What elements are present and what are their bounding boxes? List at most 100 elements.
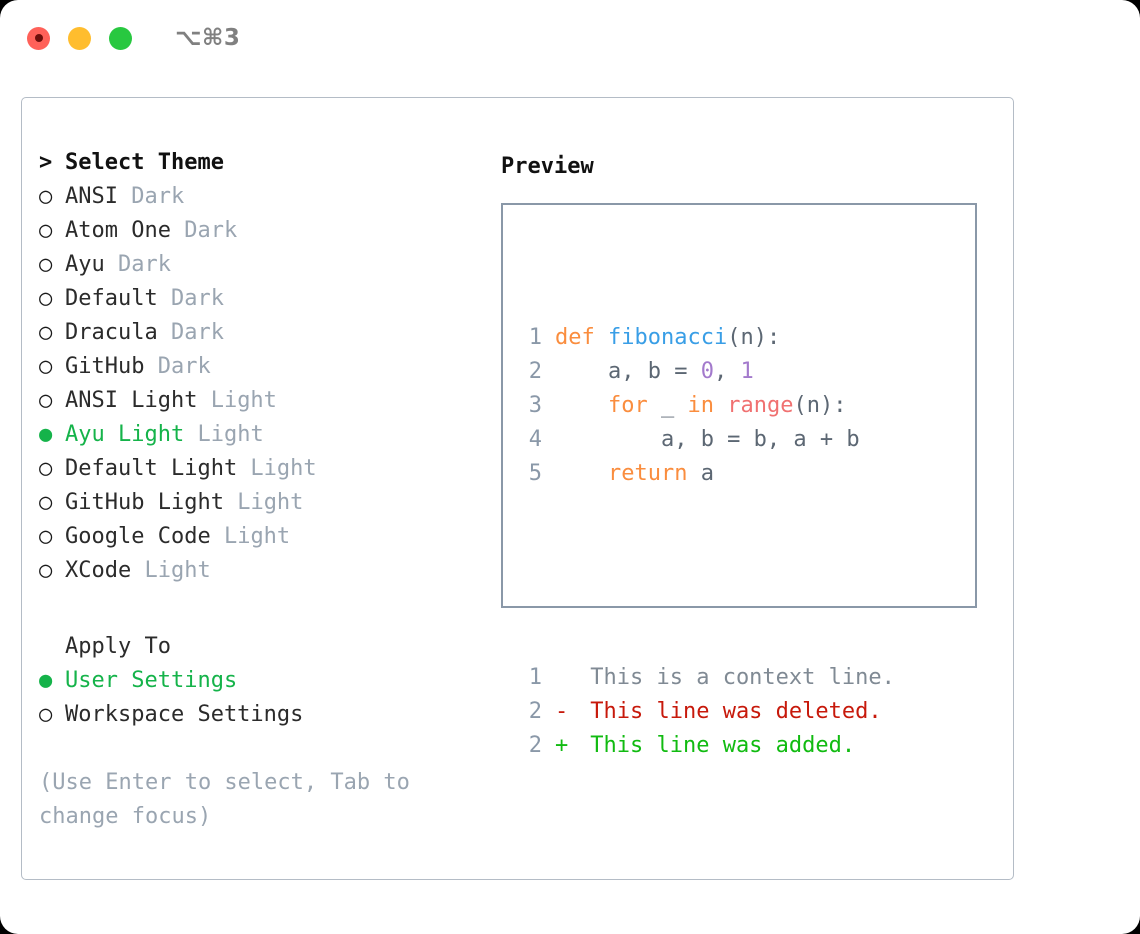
diff-line: 1 This is a context line. [516,661,895,695]
code-token: in [687,393,714,418]
theme-list-item[interactable]: ● Ayu Light Light [39,422,479,456]
code-line: 3 for _ in range(n): [516,389,895,423]
diff-line-text: This is a context line. [577,665,895,690]
theme-item-category: Light [197,388,277,413]
code-line: 2 a, b = 0, 1 [516,355,895,389]
theme-item-category: Light [223,490,304,515]
theme-item-category: Dark [144,354,211,379]
theme-item-category: Light [184,422,264,447]
theme-item-label: Dracula [65,320,158,345]
code-token: 0 [700,359,714,384]
theme-list-item[interactable]: ○ Atom One Dark [39,218,479,252]
close-window-icon[interactable] [27,26,50,50]
code-token: _ [647,393,688,418]
section-spacer [39,592,479,634]
theme-list-item[interactable]: ○ Dracula Dark [39,320,479,354]
radio-selected-icon[interactable]: ● [39,422,53,447]
code-token: a, b = [555,359,701,384]
apply-to-item-label: User Settings [65,668,238,693]
radio-unselected-icon[interactable]: ○ [39,218,53,243]
theme-item-label: XCode [65,558,132,583]
code-line-number: 4 [528,427,542,452]
diff-sign: + [555,733,569,758]
apply-to-header-marker: ○ [39,634,65,659]
radio-unselected-icon[interactable]: ○ [39,456,53,481]
diff-line-text: This line was added. [577,733,856,758]
settings-panel: > Select Theme ○ANSI Dark○Atom One Dark○… [21,97,1014,880]
theme-list-item[interactable]: ○ Default Dark [39,286,479,320]
apply-to-list: ● User Settings ○Workspace Settings [39,668,479,736]
code-token: fibonacci [607,325,728,350]
radio-selected-icon[interactable]: ● [39,668,53,693]
code-line: 4 a, b = b, a + b [516,423,895,457]
theme-item-category: Dark [157,286,224,311]
code-line: 1 def fibonacci(n): [516,321,895,355]
apply-to-item[interactable]: ○Workspace Settings [39,702,479,736]
code-token: (n): [793,393,847,418]
radio-unselected-icon[interactable]: ○ [39,320,53,345]
theme-item-label: Google Code [65,524,211,549]
maximize-window-icon[interactable] [109,26,132,50]
radio-unselected-icon[interactable]: ○ [39,490,53,515]
radio-unselected-icon[interactable]: ○ [39,354,53,379]
theme-item-category: Light [131,558,211,583]
theme-item-label: Default [65,286,158,311]
theme-list-item[interactable]: ○ Ayu Dark [39,252,479,286]
code-token: , [713,359,741,384]
select-theme-header: > Select Theme [39,150,479,184]
theme-item-category: Light [237,456,317,481]
radio-unselected-icon[interactable]: ○ [39,702,53,727]
apply-to-item[interactable]: ● User Settings [39,668,479,702]
radio-unselected-icon[interactable]: ○ [39,388,53,413]
close-window-inner-dot [34,34,43,42]
radio-unselected-icon[interactable]: ○ [39,286,53,311]
theme-list-item[interactable]: ○GitHub Dark [39,354,479,388]
theme-item-category: Dark [104,252,171,277]
code-token [555,393,608,418]
radio-unselected-icon[interactable]: ○ [39,184,53,209]
code-line-number: 1 [528,325,542,350]
minimize-window-icon[interactable] [68,26,91,50]
diff-sign [555,661,577,695]
apply-to-header-label: Apply To [65,634,171,659]
keyboard-shortcut-label: ⌥⌘3 [175,25,241,51]
theme-list-item[interactable]: ○ ANSI Dark [39,184,479,218]
traffic-lights [27,26,132,50]
theme-item-category: Dark [170,218,238,243]
code-line-number: 5 [528,461,542,486]
theme-item-category: Dark [117,184,185,209]
code-token: (n): [727,325,781,350]
theme-list-item[interactable]: ○ANSI Light Light [39,388,479,422]
code-token: def [555,325,608,350]
diff-line-number: 1 [528,665,542,690]
apply-to-header: ○ Apply To [39,634,479,668]
theme-item-label: Atom One [65,218,171,243]
theme-item-label: ANSI [65,184,118,209]
theme-list-item[interactable]: ○Google Code Light [39,524,479,558]
theme-list-item[interactable]: ○ XCode Light [39,558,479,592]
theme-list-item[interactable]: ○ Default Light Light [39,456,479,490]
radio-unselected-icon[interactable]: ○ [39,558,53,583]
select-theme-header-label: Select Theme [65,150,224,175]
code-line: 5 return a [516,457,895,491]
theme-list-item[interactable]: ○GitHub Light Light [39,490,479,524]
theme-item-label: Default Light [65,456,238,481]
theme-item-label: Ayu Light [65,422,185,447]
preview-title: Preview [501,154,594,179]
radio-unselected-icon[interactable]: ○ [39,252,53,277]
theme-picker-column: > Select Theme ○ANSI Dark○Atom One Dark○… [39,150,479,834]
diff-line: 2 + This line was added. [516,729,895,763]
code-line-number: 3 [528,393,542,418]
theme-item-label: Ayu [65,252,105,277]
theme-list: ○ ANSI Dark ○ Atom One Dark ○ Ayu Dark ○ Defaul… [39,184,479,592]
radio-unselected-icon[interactable]: ○ [39,524,53,549]
diff-line-number: 2 [528,733,542,758]
code-token [714,393,727,418]
theme-item-category: Dark [157,320,224,345]
code-token [555,461,608,486]
